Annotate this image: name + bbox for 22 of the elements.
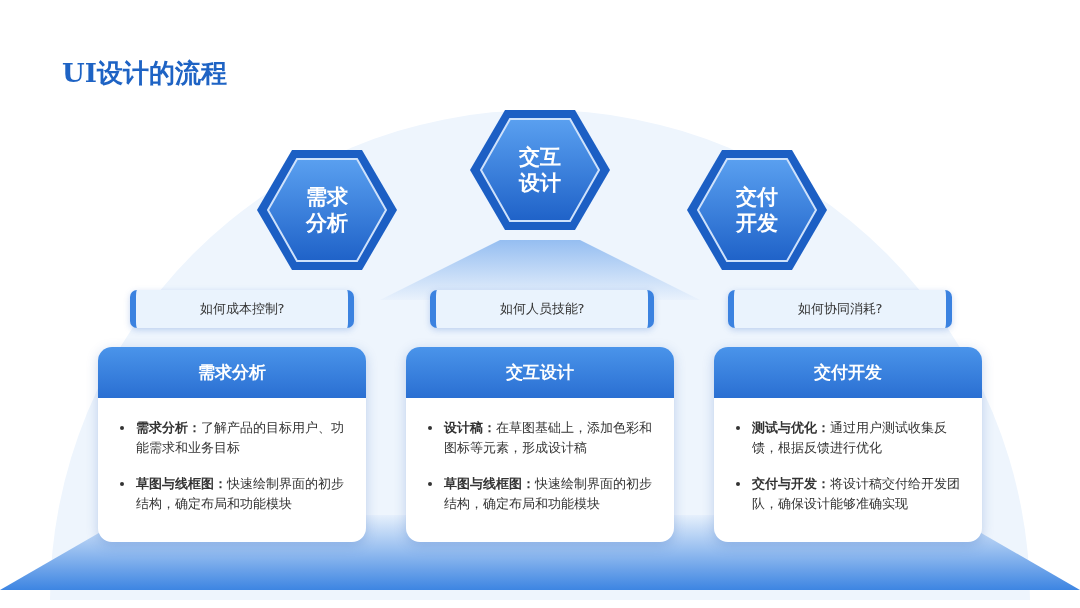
hexagon-label: 交互设计 xyxy=(517,144,562,196)
hexagon-label: 需求分析 xyxy=(304,184,349,236)
bullet-text: 需求分析：了解产品的目标用户、功能需求和业务目标 xyxy=(136,420,344,455)
hexagon-badge xyxy=(687,150,827,270)
info-card xyxy=(406,347,674,542)
info-card xyxy=(714,347,982,542)
bullet-text: 交付与开发：将设计稿交付给开发团队，确保设计能够准确实现 xyxy=(752,476,960,511)
bullet-text: 草图与线框图：快速绘制界面的初步结构，确定布局和功能模块 xyxy=(444,476,652,511)
question-pill: 如何协同消耗? xyxy=(728,290,952,328)
info-card xyxy=(98,347,366,542)
title: UI设计的流程 xyxy=(62,57,227,90)
bullet-text: 测试与优化：通过用户测试收集反馈，根据反馈进行优化 xyxy=(752,420,947,455)
hexagon-badge xyxy=(470,110,610,230)
hexagon-label: 交付开发 xyxy=(735,184,779,236)
card-header: 交付开发 xyxy=(714,347,982,398)
question-pill: 如何人员技能? xyxy=(430,290,654,328)
hexagon-badge xyxy=(257,150,397,270)
card-header: 交互设计 xyxy=(406,347,674,398)
card-header: 需求分析 xyxy=(98,347,366,398)
bullet-text: 设计稿：在草图基础上，添加色彩和图标等元素，形成设计稿 xyxy=(444,420,652,455)
question-pill: 如何成本控制? xyxy=(130,290,354,328)
bullet-text: 草图与线框图：快速绘制界面的初步结构，确定布局和功能模块 xyxy=(136,476,344,511)
